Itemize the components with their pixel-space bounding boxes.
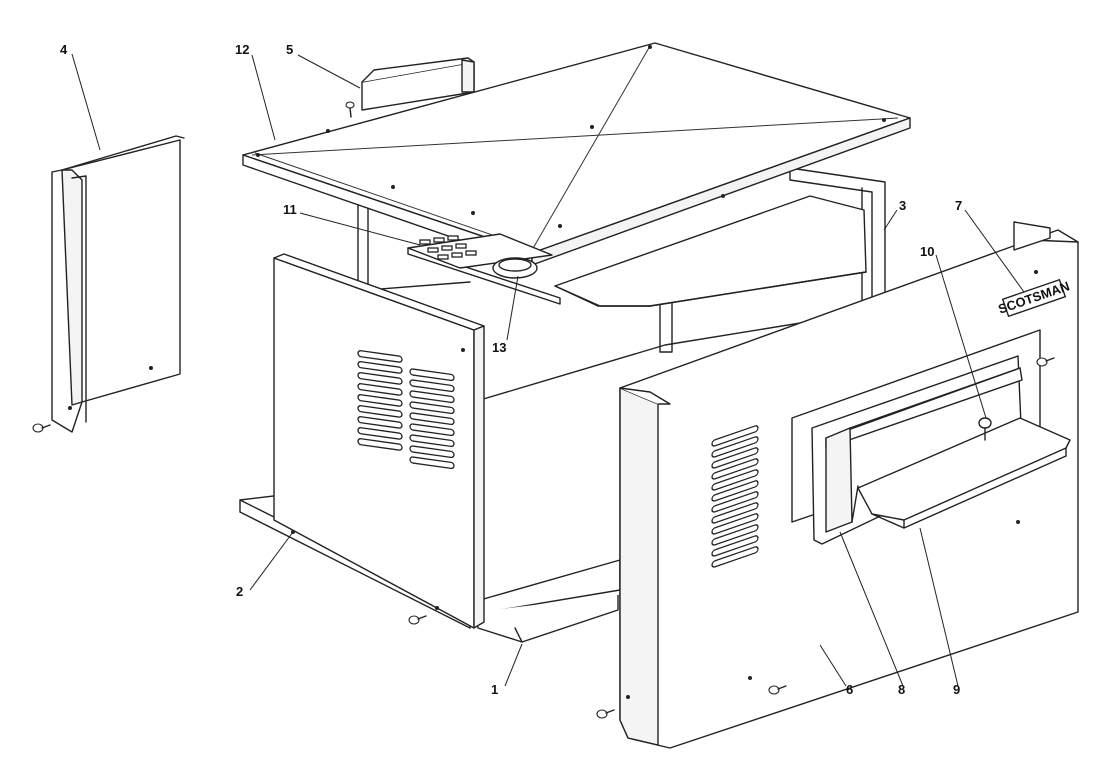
cup-holder bbox=[492, 257, 538, 279]
left-panel-louvers bbox=[357, 350, 455, 470]
screw-icon bbox=[768, 685, 787, 695]
control-shelf bbox=[407, 233, 561, 305]
left-side-panel bbox=[273, 253, 485, 629]
callout-6: 6 bbox=[846, 682, 853, 697]
screw-icon bbox=[32, 423, 51, 433]
keypad bbox=[419, 235, 477, 260]
screw-icon bbox=[596, 709, 615, 719]
callout-9: 9 bbox=[953, 682, 960, 697]
leader-lines bbox=[71, 53, 1025, 687]
drip-tray bbox=[857, 417, 1071, 529]
callout-2: 2 bbox=[236, 584, 243, 599]
front-panel-louvers bbox=[711, 425, 759, 568]
callout-1: 1 bbox=[491, 682, 498, 697]
screw-icon bbox=[1036, 357, 1055, 367]
callout-3: 3 bbox=[899, 198, 906, 213]
callout-10: 10 bbox=[920, 244, 934, 259]
screw-icon bbox=[408, 615, 427, 625]
callout-11: 11 bbox=[283, 202, 297, 217]
callout-4: 4 bbox=[60, 42, 68, 57]
screws bbox=[32, 101, 1055, 719]
side-service-panel bbox=[51, 135, 185, 433]
top-panel bbox=[242, 42, 911, 266]
callout-8: 8 bbox=[898, 682, 905, 697]
drip-shelf bbox=[554, 195, 867, 307]
front-panel: SCOTSMAN bbox=[619, 221, 1079, 749]
callout-labels: 1 2 3 4 5 6 7 8 9 10 11 12 13 bbox=[60, 42, 962, 697]
dispense-knob bbox=[978, 417, 992, 441]
callout-5: 5 bbox=[286, 42, 293, 57]
callout-7: 7 bbox=[955, 198, 962, 213]
callout-12: 12 bbox=[235, 42, 249, 57]
back-bracket bbox=[361, 57, 475, 111]
screw-icon bbox=[345, 101, 355, 118]
callout-13: 13 bbox=[492, 340, 506, 355]
